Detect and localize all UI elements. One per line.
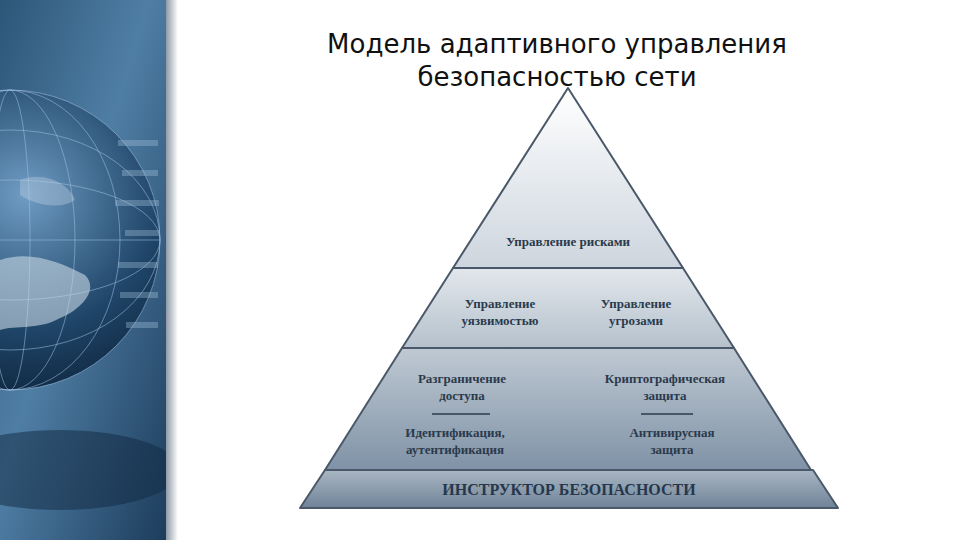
band-label: Разграничение доступа: [406, 371, 518, 404]
band-outline: [300, 470, 838, 508]
divider-line: [432, 413, 490, 415]
band-label: Управление угрозами: [590, 296, 682, 329]
band-label: ИНСТРУКТОР БЕЗОПАСНОСТИ: [334, 480, 804, 500]
band-outline: [325, 348, 811, 470]
band-label: Криптографическая защита: [595, 371, 735, 404]
pyramid-band: Разграничение доступа Криптографическая з…: [325, 348, 811, 470]
band-outline: [453, 88, 683, 268]
pyramid-band: Управление уязвимостью Управление угрозам…: [402, 268, 734, 348]
band-outline: [402, 268, 734, 348]
slide-title: Модель адаптивного управления безопаснос…: [307, 28, 807, 94]
band-label: Антивирусная защита: [619, 425, 725, 458]
band-label: Идентификация, аутентификация: [390, 425, 520, 458]
band-shape: [402, 268, 734, 348]
pyramid-base: ИНСТРУКТОР БЕЗОПАСНОСТИ: [300, 470, 838, 508]
pyramid-apex: Управление рисками: [453, 88, 683, 268]
band-label: Управление рисками: [473, 234, 663, 251]
band-label: Управление уязвимостью: [450, 296, 550, 329]
divider-line: [641, 413, 693, 415]
band-shape: [325, 348, 811, 470]
